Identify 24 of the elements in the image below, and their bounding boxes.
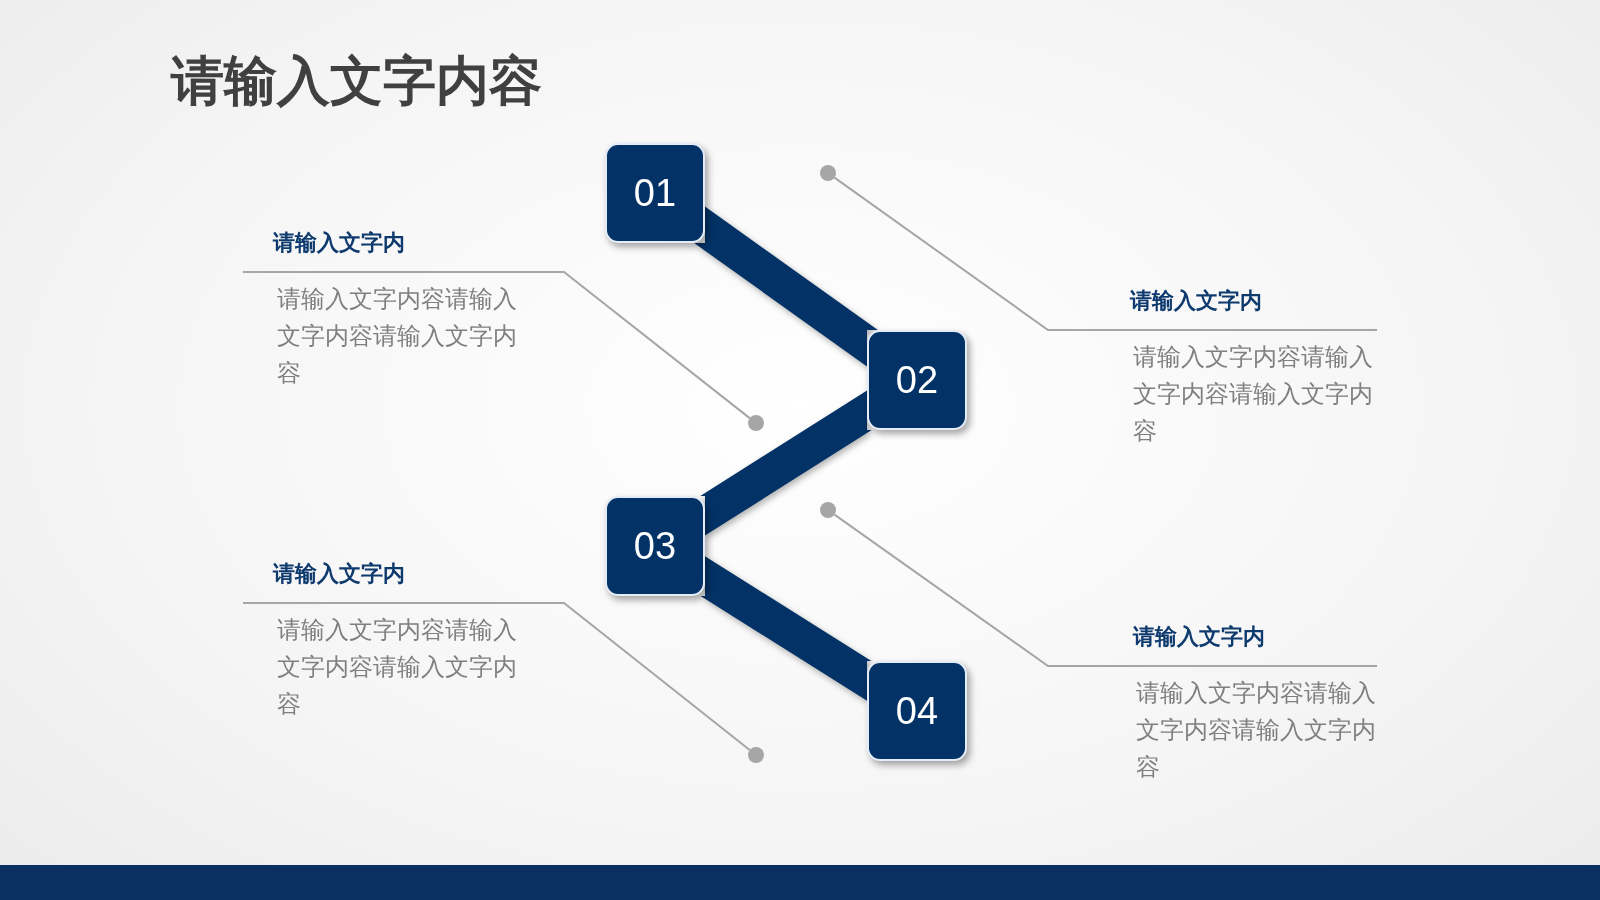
dot	[748, 415, 764, 431]
number-box: 03	[605, 496, 705, 596]
heading: 请输入文字内	[1133, 624, 1265, 650]
title: 请输入文字内容	[171, 50, 542, 112]
dot	[820, 165, 836, 181]
leader-line	[833, 176, 1378, 331]
paragraph: 请输入文字内容请输入文字内容请输入文字内容	[1136, 678, 1376, 783]
paragraph: 请输入文字内容请输入文字内容请输入文字内容	[277, 615, 517, 720]
heading: 请输入文字内	[273, 230, 405, 256]
leader-line	[242, 271, 751, 420]
connector-band	[694, 206, 878, 367]
heading: 请输入文字内	[273, 561, 405, 587]
leader-line	[833, 513, 1378, 667]
paragraph: 请输入文字内容请输入文字内容请输入文字内容	[1133, 342, 1373, 447]
number-box: 04	[867, 661, 967, 761]
leader-line	[242, 602, 751, 751]
number-box: 02	[867, 330, 967, 430]
paragraph: 请输入文字内容请输入文字内容请输入文字内容	[277, 284, 517, 389]
number-box: 01	[605, 143, 705, 243]
heading: 请输入文字内	[1130, 288, 1262, 314]
connector-band	[700, 390, 872, 536]
connector-band	[700, 556, 872, 701]
dot	[748, 747, 764, 763]
dot	[820, 502, 836, 518]
